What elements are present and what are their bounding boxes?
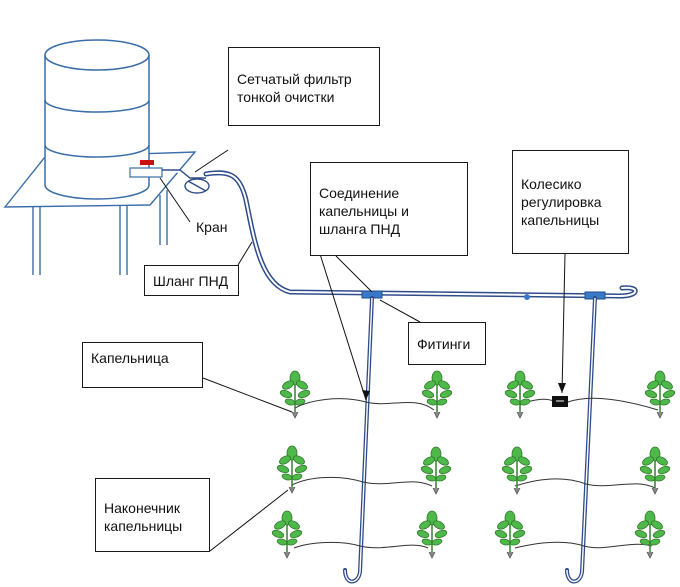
label-filter: Сетчатый фильтр тонкой очистки: [228, 47, 380, 126]
mesh-filter: [162, 169, 210, 194]
label-drip-tip: Наконечник капельницы: [95, 478, 210, 552]
label-regulator-wheel: Колесико регулировка капельницы: [512, 150, 629, 254]
label-hose: Шланг ПНД: [144, 265, 239, 296]
branch-pipe-left: [343, 296, 374, 584]
label-fittings: Фитинги: [408, 322, 486, 365]
leader-lines: [159, 149, 566, 552]
tap-valve: [129, 160, 163, 178]
barrel-tank: [44, 39, 150, 200]
label-tap: Кран: [196, 219, 228, 235]
dripper-lines: [291, 397, 659, 549]
label-connection: Соединение капельницы и шланга ПНД: [310, 162, 468, 256]
branch-pipe-right: [565, 296, 597, 584]
label-dripper: Капельница: [82, 342, 203, 388]
